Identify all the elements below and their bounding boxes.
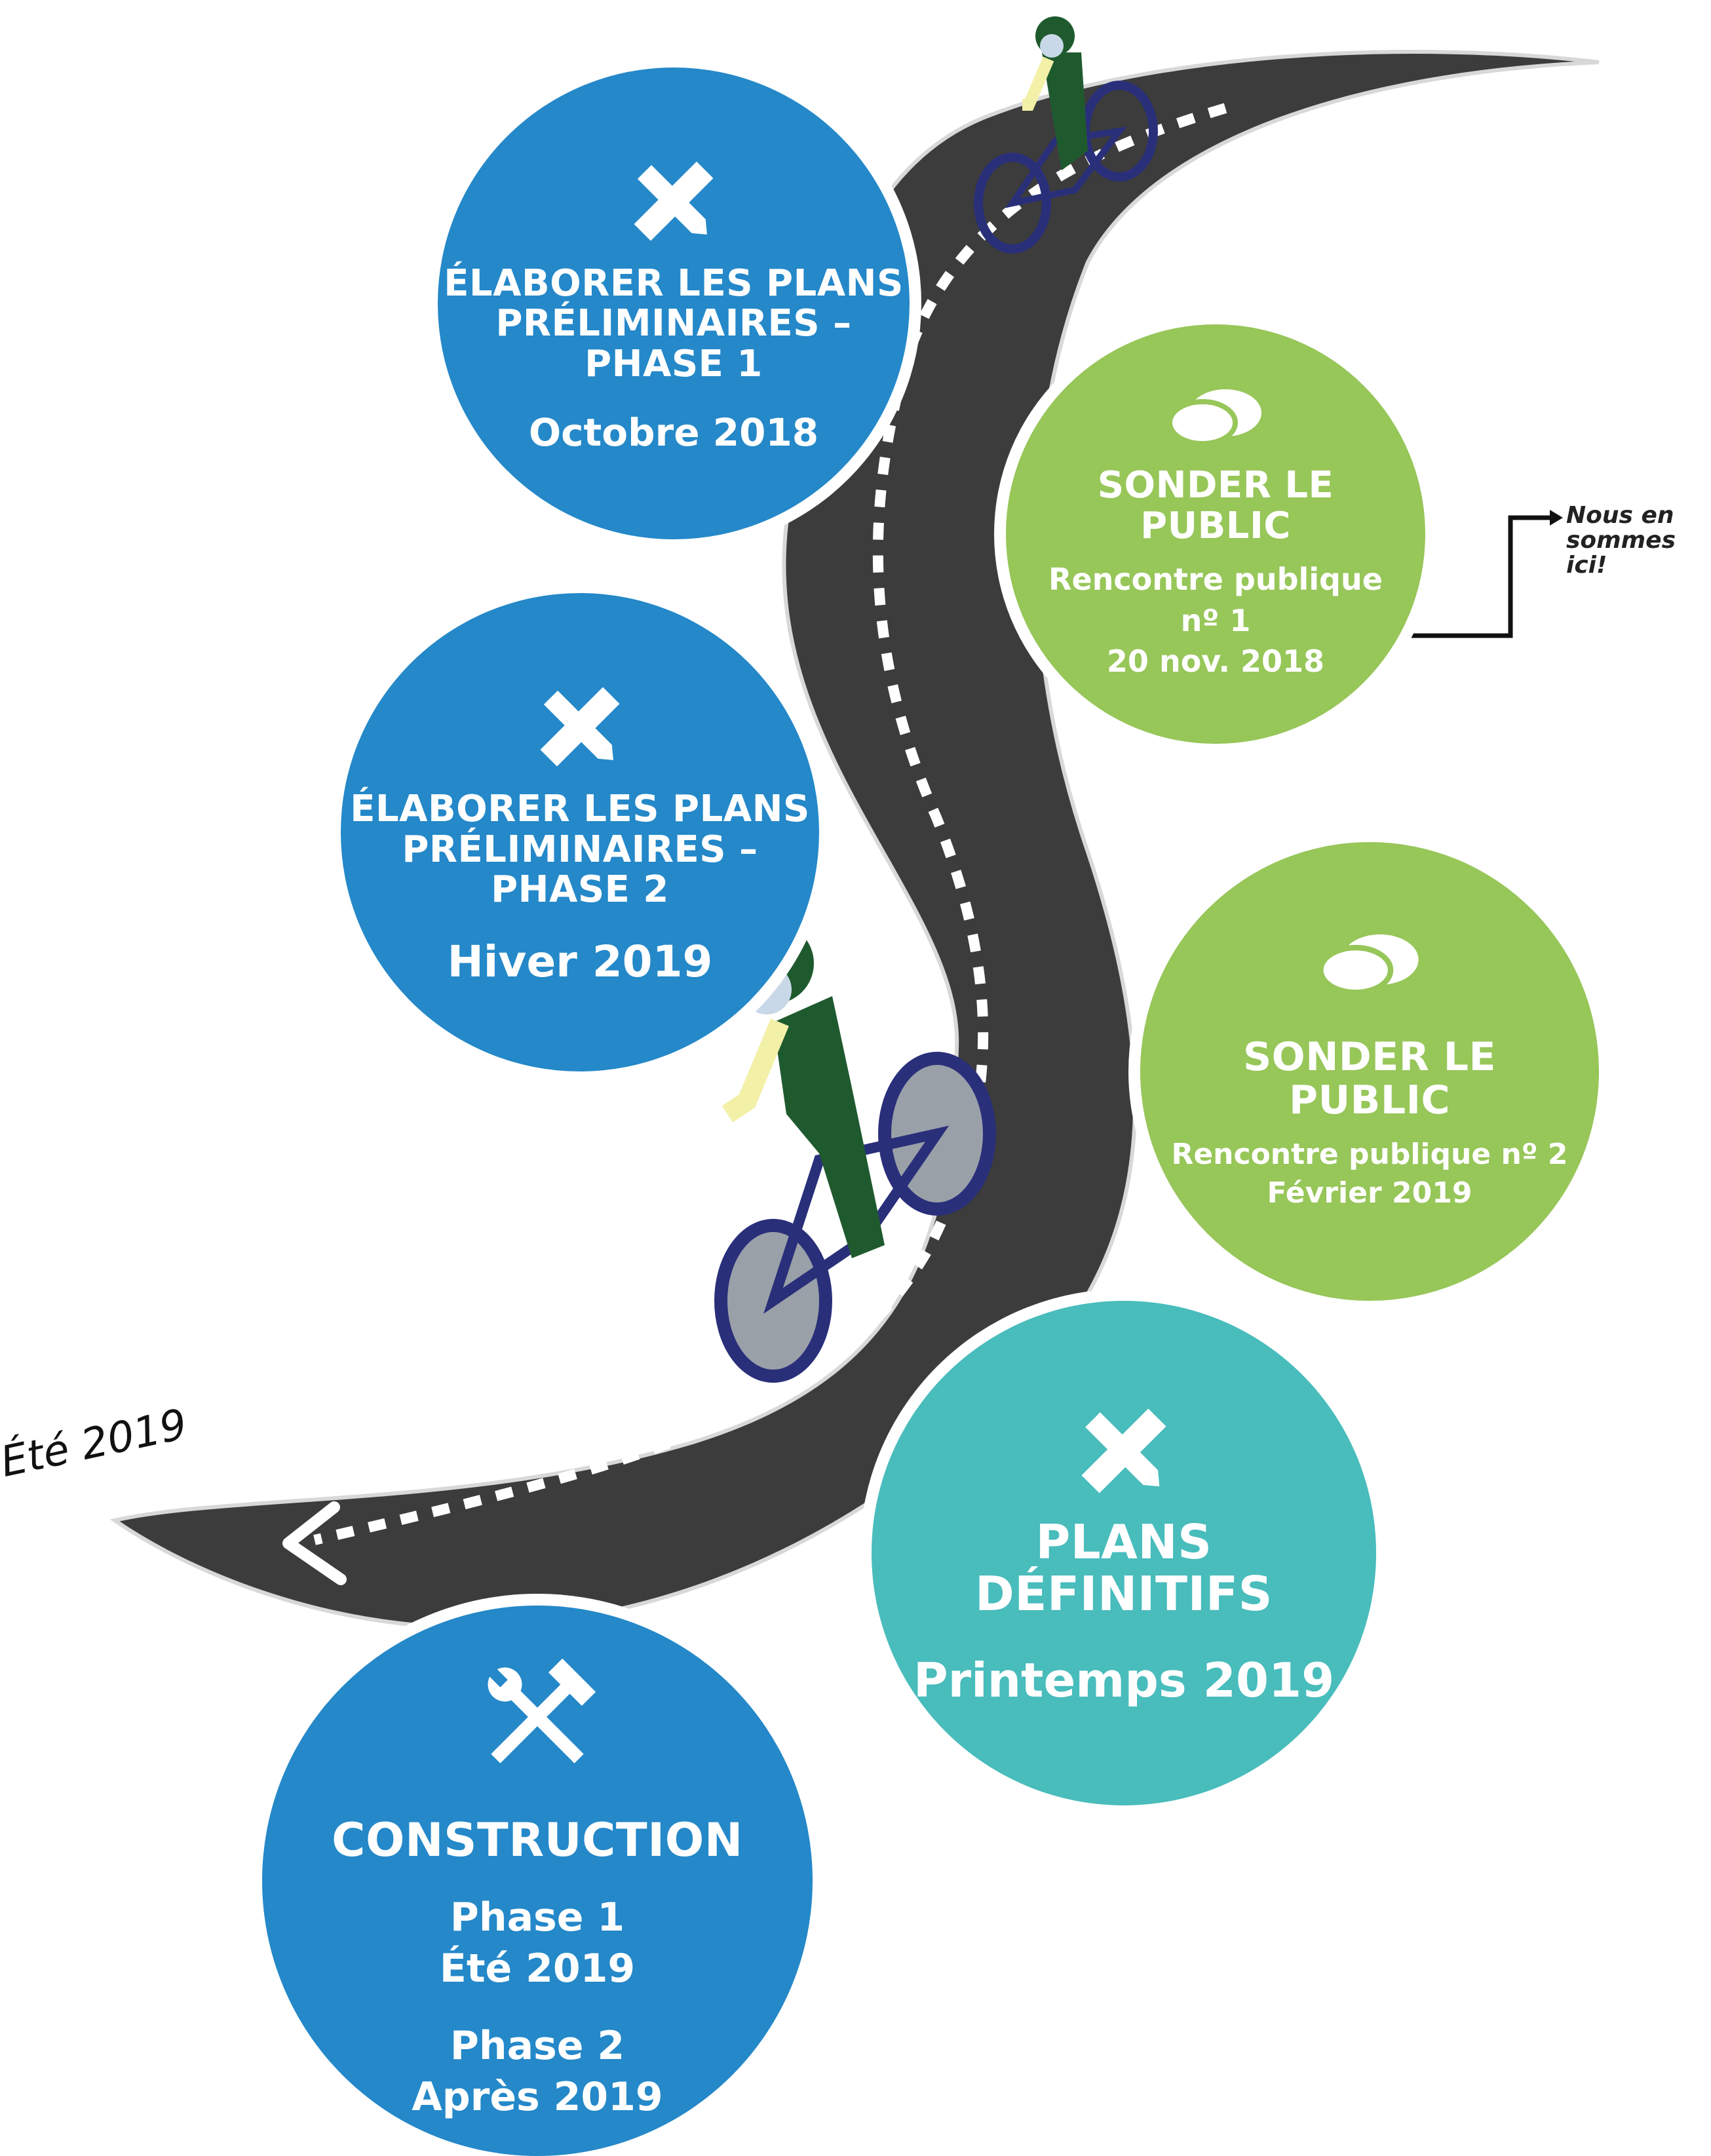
stage-detail-line: Phase 1: [450, 1895, 625, 1940]
stage-detail-line: nº 1: [1180, 602, 1251, 638]
hammer-wrench-icon: [487, 1658, 596, 1763]
stage-title-line: ÉLABORER LES PLANS: [444, 261, 904, 305]
stage-title-line: PHASE 1: [585, 342, 763, 385]
pencil-ruler-icon: [634, 161, 714, 241]
stage-4-circle: SONDER LE PUBLIC Rencontre publique nº 2…: [1140, 842, 1599, 1301]
stage-title-line: PRÉLIMINAIRES –: [495, 302, 852, 345]
stage-1-circle: ÉLABORER LES PLANS PRÉLIMINAIRES – PHASE…: [438, 67, 910, 539]
stage-title-line: CONSTRUCTION: [332, 1813, 743, 1867]
speech-bubbles-icon: [1318, 934, 1419, 995]
cyclist-small-icon: [974, 16, 1158, 254]
stage-5-circle: PLANS DÉFINITIFS Printemps 2019: [872, 1301, 1376, 1805]
pencil-ruler-icon: [1081, 1408, 1166, 1493]
stage-title-line: DÉFINITIFS: [975, 1566, 1273, 1621]
stage-2-circle: SONDER LE PUBLIC Rencontre publique nº 1…: [1006, 324, 1425, 744]
stage-6-circle: CONSTRUCTION Phase 1 Été 2019 Phase 2 Ap…: [262, 1606, 813, 2156]
stage-title-line: SONDER LE: [1242, 1033, 1497, 1080]
stage-date: Octobre 2018: [528, 410, 819, 455]
stage-detail-line: 20 nov. 2018: [1106, 643, 1325, 679]
stage-3-circle: ÉLABORER LES PLANS PRÉLIMINAIRES – PHASE…: [341, 593, 819, 1071]
stage-date: Printemps 2019: [913, 1653, 1335, 1708]
stage-date: Hiver 2019: [447, 936, 713, 987]
marker-line: Nous en: [1566, 502, 1674, 529]
stage-detail-line: Phase 2: [450, 2023, 625, 2069]
stage-detail-line: Été 2019: [439, 1946, 636, 1992]
pencil-ruler-icon: [540, 687, 620, 767]
stage-detail-line: Après 2019: [412, 2074, 663, 2120]
stage-title-line: PLANS: [1035, 1514, 1212, 1569]
stage-title-line: ÉLABORER LES PLANS: [350, 788, 810, 831]
stage-title-line: PUBLIC: [1288, 1077, 1450, 1123]
stage-detail-line: Rencontre publique nº 2: [1171, 1137, 1568, 1171]
current-position-marker: Nous en sommes ici!: [1566, 503, 1711, 577]
stage-title-line: PRÉLIMINAIRES –: [402, 828, 758, 871]
stage-title-line: SONDER LE: [1097, 464, 1334, 507]
stage-title-line: PHASE 2: [491, 868, 669, 912]
stage-detail-line: Février 2019: [1267, 1176, 1472, 1210]
stage-title-line: PUBLIC: [1140, 504, 1291, 547]
stage-detail-line: Rencontre publique: [1048, 562, 1383, 598]
road-center-dashes: [313, 103, 1227, 1545]
marker-line: sommes ici!: [1566, 526, 1676, 579]
marker-connector: [1383, 515, 1550, 638]
speech-bubbles-icon: [1167, 389, 1261, 447]
road-end-arrow: [282, 1501, 347, 1585]
